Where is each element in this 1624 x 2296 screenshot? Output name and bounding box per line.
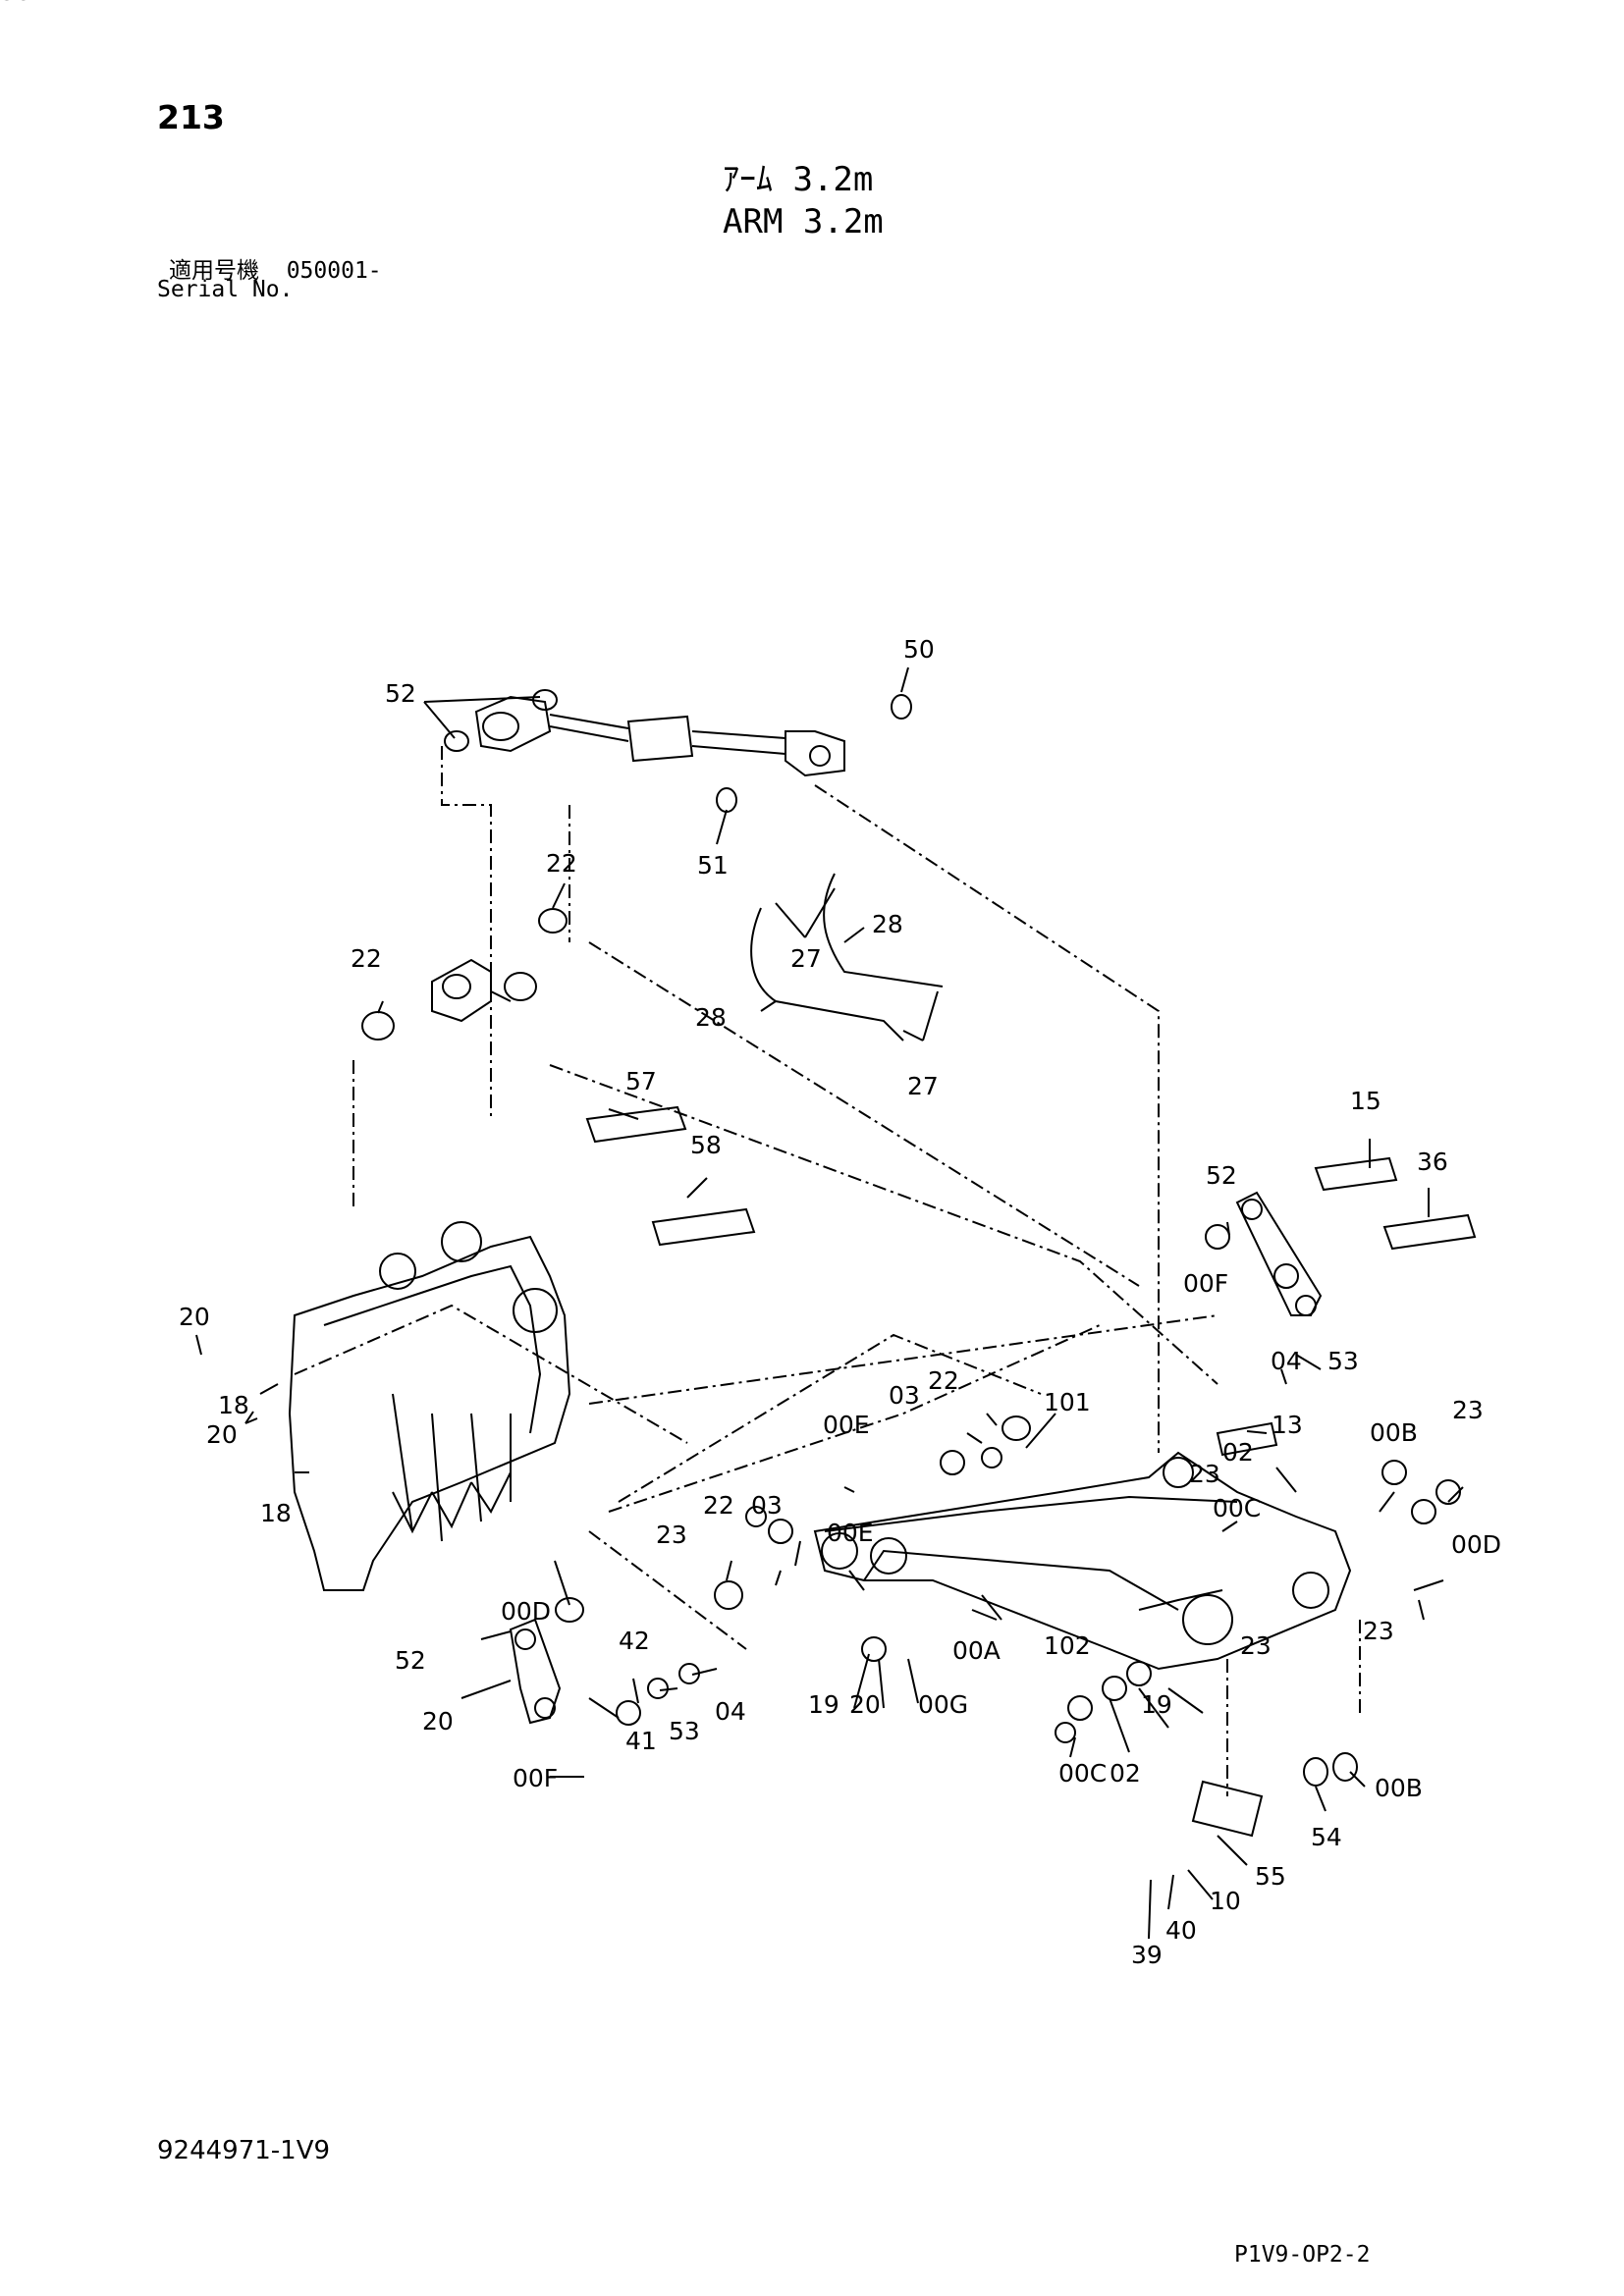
title-japanese: ｱｰﾑ 3.2m [723, 160, 874, 199]
callout-57: 57 [625, 1067, 657, 1095]
callout-10: 10 [1210, 1887, 1241, 1915]
callout-18: 18 [260, 1499, 292, 1527]
callout-leaders [195, 667, 1464, 1940]
serial-line-japanese: 適用号機 050001- [169, 251, 382, 285]
sheet-code: P1V9-OP2-2 [1234, 2242, 1371, 2268]
callout-00F: 00F [1183, 1269, 1228, 1298]
callout-52: 52 [385, 679, 416, 708]
callout-00G: 00G [918, 1690, 968, 1719]
callout-03: 03 [889, 1381, 920, 1410]
bucket-link-drawing [431, 958, 537, 1023]
page-number: 213 [157, 98, 225, 136]
callout-00B: 00B [1375, 1774, 1423, 1802]
callout-27: 27 [907, 1072, 939, 1100]
callout-42: 42 [619, 1627, 650, 1655]
callout-53: 53 [669, 1717, 700, 1745]
callout-23: 23 [1189, 1460, 1220, 1488]
callout-23: 23 [1363, 1617, 1394, 1645]
callout-03: 03 [751, 1491, 783, 1520]
callout-20: 20 [849, 1690, 881, 1719]
bucket-cylinder-drawing [474, 695, 845, 777]
callout-52: 52 [1206, 1161, 1237, 1190]
callout-52: 52 [395, 1646, 426, 1675]
callout-19: 19 [1141, 1690, 1172, 1719]
callout-39: 39 [1131, 1941, 1163, 1969]
callout-38: 38 [0, 0, 31, 6]
callout-02: 02 [1222, 1438, 1254, 1467]
callout-50: 50 [903, 635, 935, 664]
serial-value: 050001- [286, 258, 382, 284]
callout-28: 28 [872, 910, 903, 938]
callout-36: 36 [1417, 1148, 1448, 1176]
callout-22: 22 [546, 849, 577, 878]
callout-22: 22 [351, 944, 382, 973]
serial-label-jp: 適用号機 [169, 258, 259, 284]
callout-102: 102 [1044, 1631, 1091, 1660]
pins-drawing [585, 1105, 1477, 1838]
callout-13: 13 [1272, 1411, 1303, 1439]
callout-00E: 00E [823, 1411, 870, 1439]
bucket-drawing [288, 1221, 571, 1591]
callout-23: 23 [1240, 1631, 1272, 1660]
callout-20: 20 [206, 1420, 238, 1449]
callout-51: 51 [697, 851, 729, 880]
callout-41: 41 [625, 1727, 657, 1755]
callout-00C: 00C [1058, 1759, 1107, 1788]
callout-40: 40 [1165, 1916, 1197, 1945]
callout-19: 19 [808, 1690, 839, 1719]
callout-27: 27 [790, 944, 822, 973]
callout-00A: 00A [952, 1636, 1001, 1665]
callout-23: 23 [1452, 1396, 1484, 1424]
document-id: 9244971-1V9 [157, 2136, 331, 2165]
callout-54: 54 [1311, 1823, 1342, 1851]
callout-04: 04 [1271, 1347, 1302, 1375]
callout-28: 28 [695, 1003, 727, 1032]
callout-22: 22 [928, 1366, 959, 1395]
callout-00F: 00F [513, 1764, 558, 1792]
callout-00C: 00C [1213, 1494, 1261, 1522]
callout-00B: 00B [1370, 1418, 1418, 1447]
callout-55: 55 [1255, 1862, 1286, 1891]
serial-label-english: Serial No. [157, 277, 294, 302]
callout-20: 20 [179, 1303, 210, 1331]
callout-58: 58 [690, 1131, 722, 1159]
callout-00D: 00D [1451, 1530, 1501, 1559]
title-english: ARM 3.2m [723, 202, 884, 241]
right-link-drawing [1235, 1191, 1323, 1316]
side-link-drawing [509, 1618, 562, 1725]
callout-00E: 00E [827, 1519, 874, 1547]
callout-22: 22 [703, 1491, 734, 1520]
callout-23: 23 [656, 1521, 687, 1549]
assembly-lines [294, 746, 1361, 1796]
callout-53: 53 [1327, 1347, 1359, 1375]
callout-101: 101 [1044, 1388, 1091, 1416]
callout-04: 04 [715, 1697, 746, 1726]
callout-18: 18 [218, 1391, 249, 1419]
callout-15: 15 [1350, 1087, 1381, 1115]
callout-02: 02 [1110, 1759, 1141, 1788]
arm-drawing [813, 1451, 1352, 1671]
hoses-drawing [750, 873, 944, 1041]
callout-00D: 00D [501, 1597, 551, 1626]
callout-20: 20 [422, 1707, 454, 1735]
